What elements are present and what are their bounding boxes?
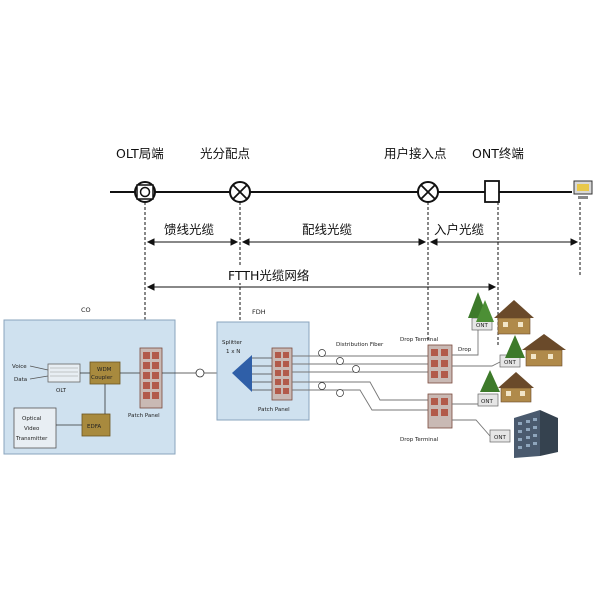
olt-label: OLT xyxy=(56,388,67,394)
house-icon-1 xyxy=(494,300,534,335)
node-label-olt: OLT局端 xyxy=(116,146,164,161)
co-patch-panel xyxy=(139,347,163,409)
voice-line xyxy=(29,365,49,371)
segment-label-distribution: 配线光缆 xyxy=(302,222,353,237)
network-label-bg xyxy=(226,266,330,283)
fiber-coil-icons xyxy=(318,349,360,397)
drop-label: Drop xyxy=(458,347,472,353)
node-label-ont: ONT终端 xyxy=(472,146,524,161)
node-label-access: 用户接入点 xyxy=(384,146,447,161)
tree-icon xyxy=(505,335,525,358)
wdm-label-1: WDM xyxy=(97,367,112,373)
splitter-outputs xyxy=(252,357,272,391)
co-patch-panel-label: Patch Panel xyxy=(128,413,160,419)
ont-box-3: ONT xyxy=(477,393,499,407)
transmitter-box xyxy=(13,407,57,449)
segment-label-bg xyxy=(296,221,372,238)
fdh-patch-panel-label: Patch Panel xyxy=(258,407,290,413)
distribution-point-icon xyxy=(229,181,251,203)
drop-terminal-top xyxy=(427,344,453,384)
segment-label-feeder: 馈线光缆 xyxy=(164,222,215,237)
wdm-label-2: Coupler xyxy=(91,375,113,381)
tree-icon xyxy=(480,370,500,392)
data-label: Data xyxy=(14,377,27,383)
co-title: CO xyxy=(81,306,91,314)
data-line xyxy=(29,375,49,380)
splitter-icon xyxy=(232,355,252,392)
segment-label-bg xyxy=(432,221,496,238)
svg-text:ONT: ONT xyxy=(476,323,488,329)
house-icon-3 xyxy=(498,372,534,403)
olt-equipment-icon xyxy=(47,363,81,383)
fdh-title: FDH xyxy=(252,308,266,316)
fdh-patch-panel xyxy=(271,347,293,401)
olt-node-icon xyxy=(134,181,156,203)
drop-terminal-top-label: Drop Terminal xyxy=(400,337,439,343)
svg-text:ONT: ONT xyxy=(504,360,516,366)
transmitter-label-1: Optical xyxy=(22,416,42,422)
access-point-icon xyxy=(417,181,439,203)
computer-icon xyxy=(573,180,593,199)
transmitter-label-3: Transmitter xyxy=(15,436,48,442)
house-icon-2 xyxy=(522,334,566,367)
office-building-icon xyxy=(514,410,558,458)
svg-text:ONT: ONT xyxy=(494,435,506,441)
drop-terminal-bottom-label: Drop Terminal xyxy=(400,437,439,443)
ont-box-4: ONT xyxy=(489,429,511,443)
network-span-arrow xyxy=(146,283,497,291)
drop-terminal-bottom xyxy=(427,393,453,429)
distribution-fibers xyxy=(292,355,430,411)
network-label: FTTH光缆网络 xyxy=(228,268,310,283)
svg-text:ONT: ONT xyxy=(481,399,493,405)
edfa-label: EDFA xyxy=(87,424,101,430)
fiber-coil-icon xyxy=(195,368,205,378)
ont-terminal-icon xyxy=(484,180,500,203)
segment-label-bg xyxy=(160,221,230,238)
transmitter-label-2: Video xyxy=(24,426,40,432)
splitter-label-2: 1 x N xyxy=(226,349,240,355)
fdh-box xyxy=(216,321,310,421)
segment-arrows xyxy=(146,238,579,246)
node-label-distribution: 光分配点 xyxy=(200,146,250,161)
splitter-label-1: Splitter xyxy=(222,340,243,346)
tree-icon xyxy=(468,292,494,322)
distribution-fiber-label: Distribution Fiber xyxy=(336,342,384,348)
voice-label: Voice xyxy=(12,364,27,370)
segment-label-drop: 入户光缆 xyxy=(434,222,485,237)
